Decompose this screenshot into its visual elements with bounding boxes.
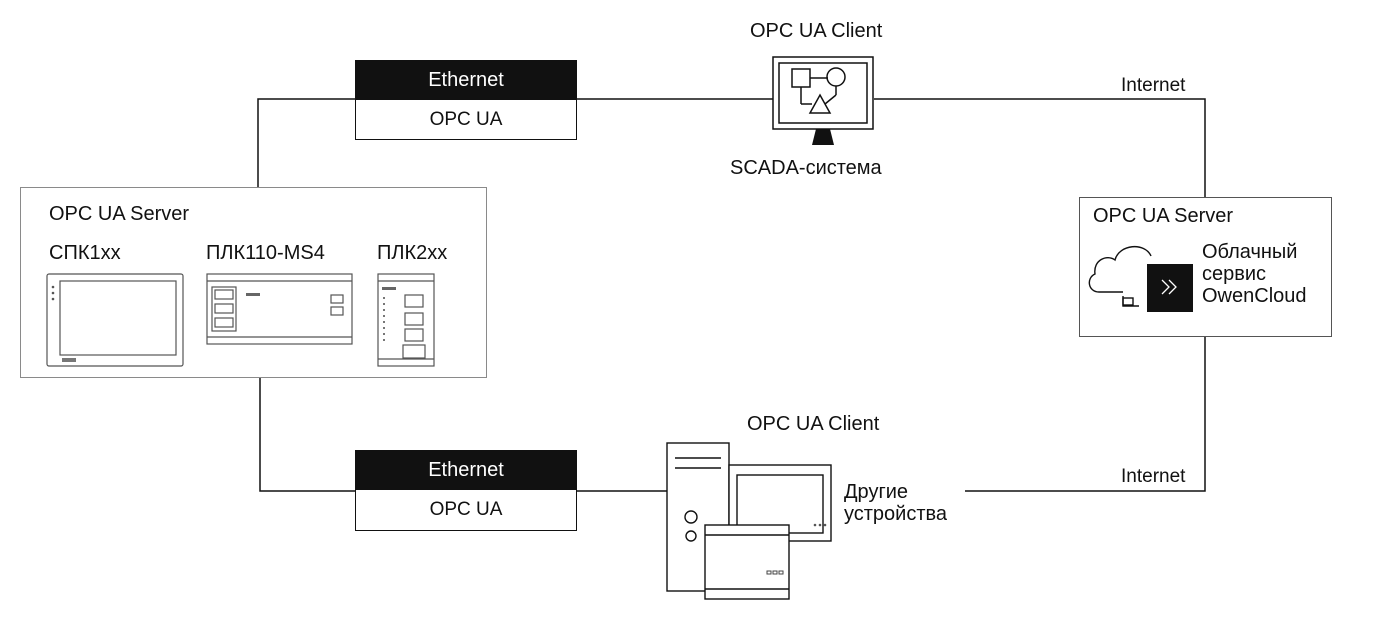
top-client-caption: SCADA-система [730, 157, 882, 179]
top-ethernet-label: Ethernet [355, 60, 577, 100]
device-label-plc2xx: ПЛК2xx [377, 242, 448, 264]
bottom-protocol-label: OPC UA [355, 490, 577, 531]
line-scada-to-cloud [874, 98, 1206, 197]
device-label-spk: СПК1xx [49, 242, 121, 264]
line-cloud-to-devices [965, 337, 1206, 492]
bottom-client-caption-line1: Другие [844, 481, 909, 503]
top-client-title: OPC UA Client [750, 20, 883, 42]
other-devices-icon [666, 442, 832, 600]
plc-slim-icon [377, 273, 435, 367]
plc-module-icon [206, 273, 353, 345]
internet-bottom-label: Internet [1121, 466, 1186, 487]
cloud-service-line3: OwenCloud [1202, 285, 1307, 307]
top-protocol-label: OPC UA [355, 100, 577, 140]
bottom-client-title: OPC UA Client [747, 413, 880, 435]
cloud-icon [1088, 246, 1193, 312]
bottom-ethernet-label: Ethernet [355, 450, 577, 490]
device-label-plc110: ПЛК110-MS4 [206, 242, 325, 264]
scada-monitor-icon [772, 56, 874, 145]
line-server-to-top-ethernet [257, 98, 355, 187]
line-server-to-bottom-ethernet [259, 378, 355, 492]
cloud-server-title: OPC UA Server [1093, 205, 1234, 227]
cloud-service-line1: Облачный [1202, 241, 1298, 263]
bottom-client-caption-line2: устройства [844, 503, 948, 525]
local-server-box [20, 187, 487, 378]
cloud-server-box [1079, 197, 1332, 337]
cloud-service-line2: сервис [1202, 263, 1267, 285]
local-server-title: OPC UA Server [49, 203, 190, 225]
internet-top-label: Internet [1121, 75, 1186, 96]
panel-pc-icon [46, 273, 184, 367]
